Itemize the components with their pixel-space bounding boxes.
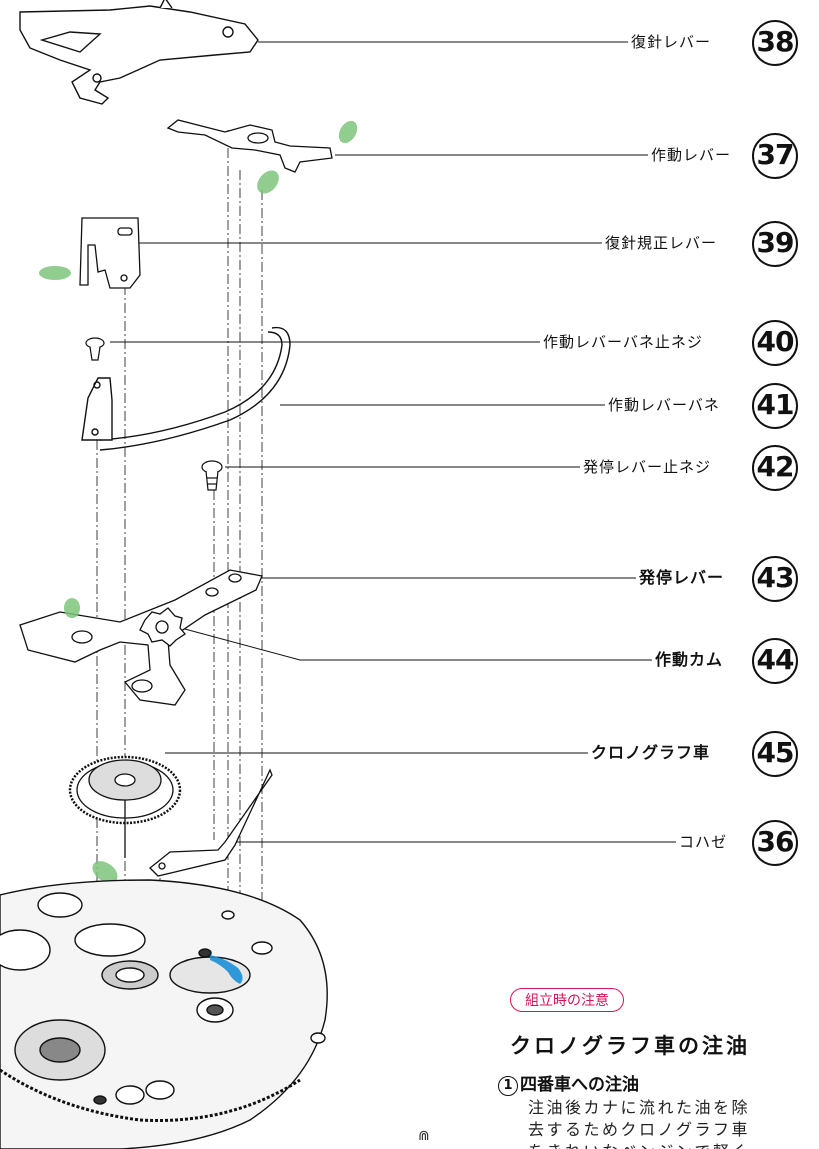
- callout-number: 38: [752, 20, 798, 66]
- body-line: をきれいなベンジンで軽く: [528, 1138, 750, 1149]
- callout-number: 42: [752, 445, 798, 491]
- part-45-chronograph-wheel: [68, 755, 182, 858]
- callout-label: 発停レバー止ネジ: [580, 458, 715, 476]
- body-line: 注油後カナに流れた油を除: [528, 1098, 751, 1117]
- callout-label: 作動レバーバネ止ネジ: [540, 333, 706, 351]
- callout-label: 発停レバー: [636, 569, 728, 587]
- oil-mark: [39, 266, 71, 280]
- callout-label: 作動レバーバネ: [605, 396, 723, 414]
- callout-label: 作動レバー: [648, 146, 735, 164]
- callout-number: 43: [752, 556, 798, 602]
- callout-label: 作動カム: [652, 651, 727, 669]
- section-title: クロノグラフ車の注油: [510, 1034, 750, 1058]
- callout-number: 36: [752, 820, 798, 866]
- movement-base-plate: [0, 879, 328, 1149]
- callout-number: 44: [752, 638, 798, 684]
- leader-44: [169, 624, 655, 661]
- callout-label: 復針規正レバー: [602, 234, 721, 252]
- part-37-operating-lever: [166, 119, 333, 173]
- part-43-start-stop-lever: [19, 569, 263, 706]
- callout-number: 37: [752, 133, 798, 179]
- page-mark: ⋒: [418, 1128, 430, 1144]
- caution-tag: 組立時の注意: [510, 988, 624, 1012]
- callout-number: 41: [752, 383, 798, 429]
- part-42-screw: [201, 460, 223, 491]
- callout-number: 45: [752, 731, 798, 777]
- oil-mark: [257, 170, 279, 194]
- oil-mark: [92, 861, 118, 883]
- oil-mark: [64, 598, 80, 618]
- callout-label: クロノグラフ車: [588, 744, 714, 762]
- callout-number: 39: [752, 221, 798, 267]
- oil-mark: [338, 120, 358, 144]
- step-number: 1: [498, 1076, 518, 1096]
- body-line: 去するためクロノグラフ車: [528, 1120, 751, 1139]
- part-41-spring: [81, 326, 291, 451]
- part-40-screw: [85, 337, 105, 361]
- callout-label: 復針レバー: [628, 33, 715, 51]
- callout-label: コハゼ: [676, 833, 731, 851]
- part-39-reset-regulating-lever: [79, 217, 141, 289]
- step-title: 四番車への注油: [520, 1075, 639, 1095]
- part-44-operating-cam: [139, 607, 186, 647]
- oil-mark-blue: [210, 955, 243, 984]
- part-36-click: [149, 768, 273, 877]
- part-38-reset-lever: [19, 0, 259, 105]
- callout-number: 40: [752, 320, 798, 366]
